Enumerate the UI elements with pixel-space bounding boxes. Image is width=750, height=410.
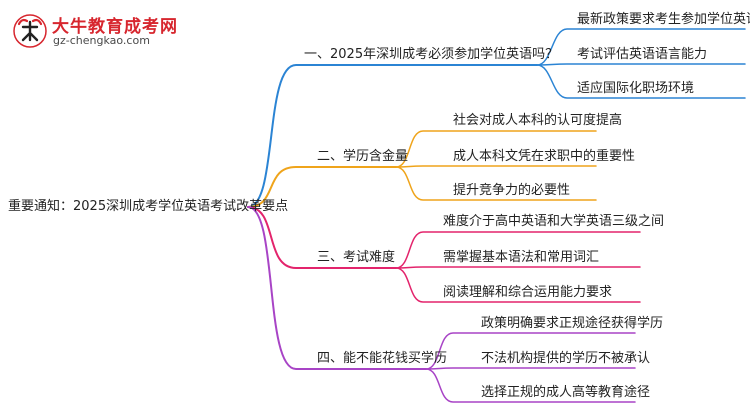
branch-1-child-1-edge bbox=[536, 28, 746, 66]
branch-3-child-3-edge bbox=[395, 267, 641, 303]
branch-1-child-3: 适应国际化职场环境 bbox=[577, 81, 695, 96]
site-logo[interactable]: 大牛教育成考网 gz-chengkao.com bbox=[12, 10, 222, 52]
branch-2-child-2: 成人本科文凭在求职中的重要性 bbox=[453, 149, 636, 164]
branch-4-node: 四、能不能花钱买学历 bbox=[317, 351, 448, 366]
branch-3-child-3: 阅读理解和综合运用能力要求 bbox=[443, 285, 613, 300]
branch-2-edge bbox=[247, 166, 397, 208]
branch-2-child-1: 社会对成人本科的认可度提高 bbox=[453, 113, 623, 128]
branch-2-child-2-edge bbox=[395, 165, 597, 168]
branch-3-child-2-edge bbox=[395, 266, 641, 269]
branch-3-child-2: 需掌握基本语法和常用词汇 bbox=[443, 250, 600, 265]
branch-1-child-1: 最新政策要求考生参加学位英语考试 bbox=[577, 12, 750, 27]
branch-1-node: 一、2025年深圳成考必须参加学位英语吗？ bbox=[304, 47, 559, 62]
branch-3-node: 三、考试难度 bbox=[317, 250, 396, 265]
branch-4-child-1-edge bbox=[425, 332, 636, 370]
branch-2-child-3: 提升竞争力的必要性 bbox=[453, 183, 571, 198]
branch-4-child-2-edge bbox=[425, 367, 636, 370]
branch-4-child-2: 不法机构提供的学历不被承认 bbox=[481, 351, 651, 366]
branch-4-child-3-edge bbox=[425, 368, 636, 403]
branch-1-child-2: 考试评估英语语言能力 bbox=[577, 47, 708, 62]
logo-url: gz-chengkao.com bbox=[53, 34, 150, 47]
branch-1-edge bbox=[247, 64, 538, 208]
branch-4-edge bbox=[247, 206, 427, 370]
branch-4-child-3: 选择正规的成人高等教育途径 bbox=[481, 385, 651, 400]
branch-3-edge bbox=[247, 206, 397, 269]
branch-3-child-1-edge bbox=[395, 231, 641, 269]
branch-2-child-3-edge bbox=[395, 166, 597, 201]
branch-1-child-3-edge bbox=[536, 64, 746, 99]
branch-2-child-1-edge bbox=[395, 130, 597, 168]
branch-3-child-1: 难度介于高中英语和大学英语三级之间 bbox=[443, 214, 665, 229]
logo-title: 大牛教育成考网 bbox=[52, 17, 178, 37]
root-node: 重要通知：2025深圳成考学位英语考试改革要点 bbox=[8, 199, 289, 214]
branch-2-node: 二、学历含金量 bbox=[317, 149, 409, 164]
branch-4-child-1: 政策明确要求正规途径获得学历 bbox=[481, 316, 664, 331]
branch-1-child-2-edge bbox=[536, 63, 746, 66]
bull-logo-icon bbox=[13, 14, 47, 48]
